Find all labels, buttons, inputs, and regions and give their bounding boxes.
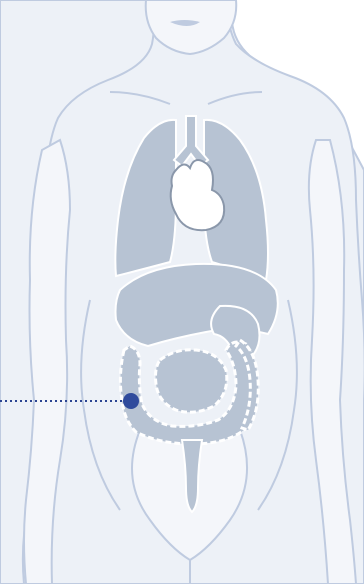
appendix-marker[interactable] [123,393,139,409]
small-intestine [156,350,227,413]
